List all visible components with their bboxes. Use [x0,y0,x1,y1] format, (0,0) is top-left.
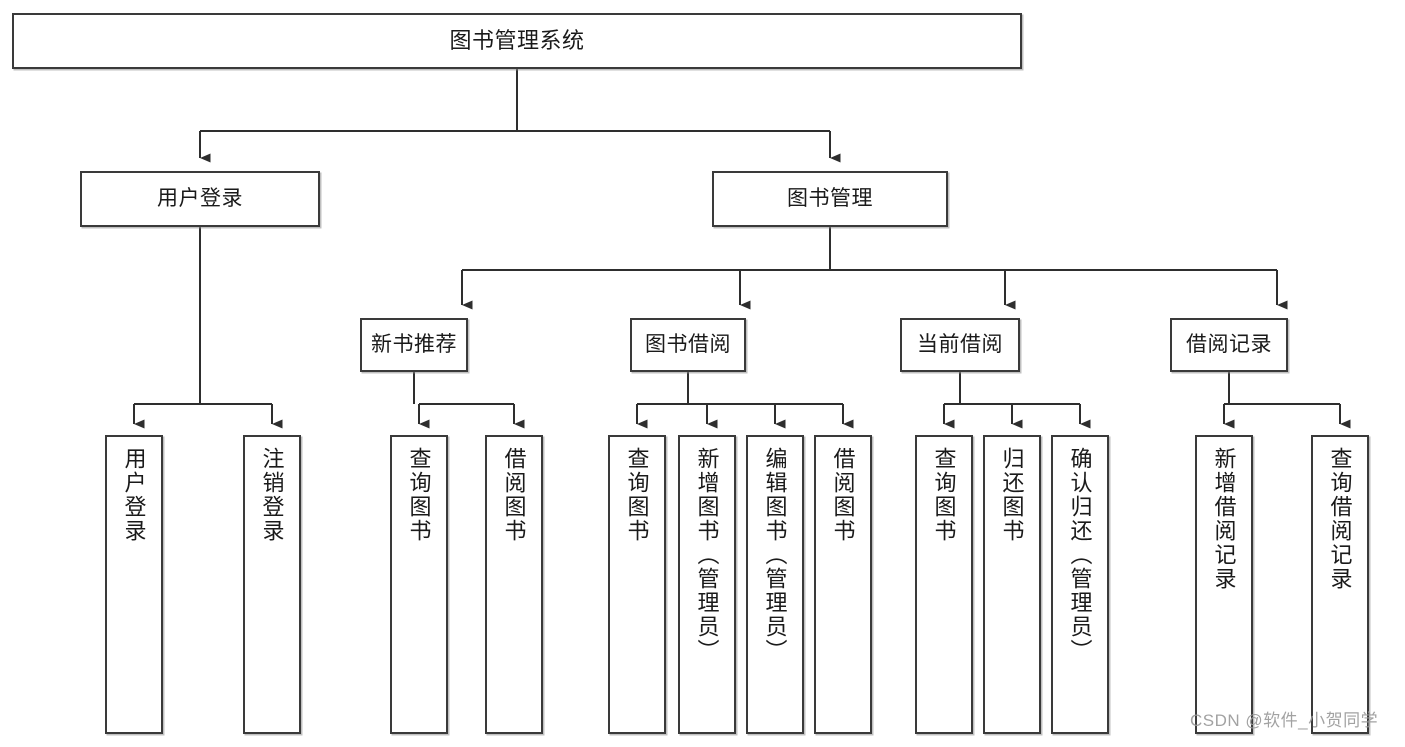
node-leaf-add-record[interactable]: 新增借阅记录 [1195,435,1253,734]
node-leaf-add-record-label: 新增借阅记录 [1211,447,1237,591]
node-leaf-borrow-book-1-label: 借阅图书 [501,447,527,543]
node-book-manage-label: 图书管理 [787,186,873,210]
node-leaf-query-book-2[interactable]: 查询图书 [608,435,666,734]
node-user-login[interactable]: 用户登录 [80,171,320,227]
node-book-borrow-label: 图书借阅 [645,332,731,356]
node-leaf-borrow-book-1[interactable]: 借阅图书 [485,435,543,734]
node-leaf-return-book-label: 归还图书 [999,447,1025,543]
node-leaf-query-book-3[interactable]: 查询图书 [915,435,973,734]
node-leaf-user-login[interactable]: 用户登录 [105,435,163,734]
node-leaf-confirm-return-label: 确认归还（管理员） [1067,447,1093,663]
node-leaf-borrow-book-2-label: 借阅图书 [830,447,856,543]
node-leaf-edit-book-label: 编辑图书（管理员） [762,447,788,663]
node-leaf-query-book-1-label: 查询图书 [406,447,432,543]
node-leaf-user-logout-label: 注销登录 [259,447,285,543]
node-new-book-rec-label: 新书推荐 [371,332,457,356]
node-user-login-label: 用户登录 [157,186,243,210]
node-borrow-record-label: 借阅记录 [1186,332,1272,356]
node-leaf-query-record[interactable]: 查询借阅记录 [1311,435,1369,734]
node-leaf-user-logout[interactable]: 注销登录 [243,435,301,734]
node-leaf-borrow-book-2[interactable]: 借阅图书 [814,435,872,734]
node-leaf-query-book-2-label: 查询图书 [624,447,650,543]
node-leaf-return-book[interactable]: 归还图书 [983,435,1041,734]
node-leaf-edit-book[interactable]: 编辑图书（管理员） [746,435,804,734]
node-leaf-query-book-1[interactable]: 查询图书 [390,435,448,734]
node-leaf-query-record-label: 查询借阅记录 [1327,447,1353,591]
watermark-text: CSDN @软件_小贺同学 [1190,711,1379,730]
node-borrow-record[interactable]: 借阅记录 [1170,318,1288,372]
node-root-label: 图书管理系统 [449,28,585,54]
node-new-book-rec[interactable]: 新书推荐 [360,318,468,372]
node-leaf-user-login-label: 用户登录 [121,447,147,543]
node-leaf-confirm-return[interactable]: 确认归还（管理员） [1051,435,1109,734]
node-current-borrow[interactable]: 当前借阅 [900,318,1020,372]
node-leaf-query-book-3-label: 查询图书 [931,447,957,543]
node-book-borrow[interactable]: 图书借阅 [630,318,746,372]
node-root[interactable]: 图书管理系统 [12,13,1022,69]
node-leaf-add-book-label: 新增图书（管理员） [694,447,720,663]
node-book-manage[interactable]: 图书管理 [712,171,948,227]
node-leaf-add-book[interactable]: 新增图书（管理员） [678,435,736,734]
node-current-borrow-label: 当前借阅 [917,332,1003,356]
